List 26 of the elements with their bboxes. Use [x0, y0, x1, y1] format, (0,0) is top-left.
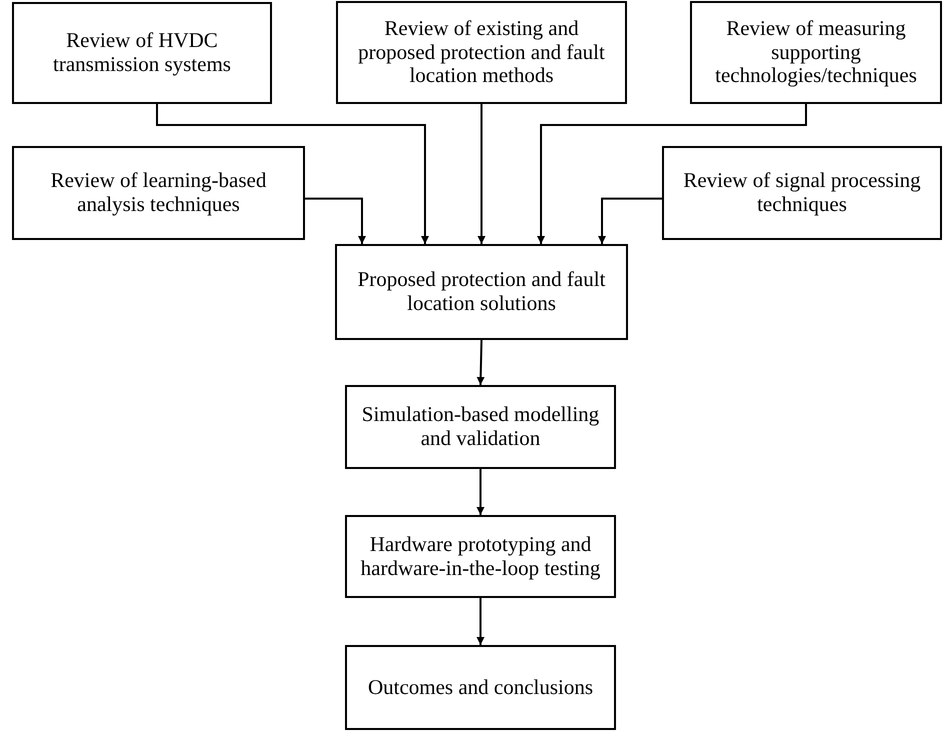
arrow: [305, 198, 366, 244]
box-label: Simulation-based modelling and validation: [360, 403, 600, 451]
process-box: [335, 244, 628, 340]
process-box: [12, 146, 305, 240]
arrow: [598, 198, 662, 244]
process-box: [345, 385, 616, 469]
box-label: Review of measuring supporting technologies/techniques: [714, 17, 918, 88]
box-label: Hardware prototyping and hardware-in-the-loop testing: [360, 532, 602, 580]
arrow: [537, 104, 807, 244]
arrow: [476, 598, 484, 645]
box-label: Proposed protection and fault location solutions: [356, 268, 606, 316]
process-box: [345, 515, 616, 598]
arrow: [478, 104, 486, 244]
box-label: Review of signal processing techniques: [682, 169, 922, 217]
process-box: [345, 645, 616, 730]
arrow: [476, 469, 484, 515]
process-box: [690, 1, 942, 104]
box-label: Review of existing and proposed protection and fault location methods: [357, 17, 606, 88]
box-label: Review of learning-based analysis techniques: [50, 169, 268, 217]
arrow: [156, 104, 429, 244]
process-box: [662, 146, 942, 240]
box-label: Outcomes and conclusions: [368, 676, 594, 700]
process-box: [12, 2, 272, 104]
process-box: [336, 1, 627, 104]
box-label: Review of HVDC transmission systems: [52, 29, 232, 77]
arrow: [476, 340, 485, 386]
